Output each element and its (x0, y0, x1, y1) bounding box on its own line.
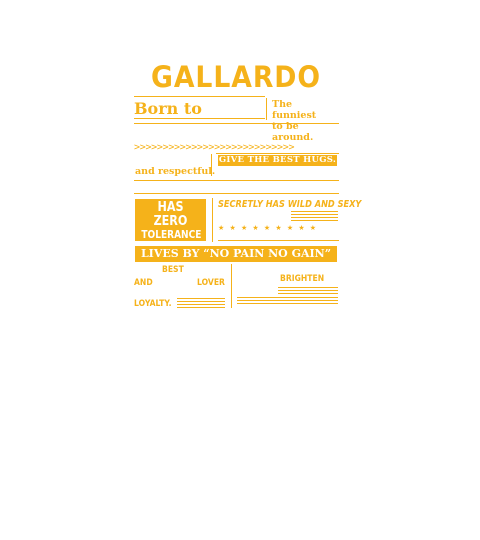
lover-text: LOVER (197, 278, 225, 288)
chevron-row: >>>>>>>>>>>>>>>>>>>>>>>>>>>> (134, 142, 295, 153)
name-title: GALLARDO (151, 60, 321, 94)
divider (134, 180, 339, 181)
stripes (237, 297, 338, 306)
stripes (177, 298, 225, 310)
stripes (291, 211, 338, 223)
divider (134, 118, 265, 119)
best-text: BEST (162, 265, 184, 275)
divider (266, 98, 267, 120)
loyalty-text: LOYALTY. (134, 299, 172, 309)
divider (211, 154, 212, 176)
funniest-line2: to be around. (272, 121, 314, 143)
divider (134, 123, 339, 124)
funniest-line1: The funniest (272, 99, 317, 121)
zero-line1: HAS ZERO (153, 200, 188, 229)
lives-by-banner: LIVES BY “NO PAIN NO GAIN” (135, 246, 337, 262)
hugs-banner: GIVE THE BEST HUGS. (218, 155, 337, 166)
divider (134, 96, 265, 97)
zero-line2: TOLERANCE (141, 228, 202, 241)
shirt-design: GALLARDO Born to The funniest to be arou… (133, 60, 361, 314)
respectful-text: and respectful. (135, 166, 216, 177)
divider (134, 193, 339, 194)
divider (231, 264, 232, 308)
born-to-text: Born to (134, 99, 202, 118)
and-text: AND (134, 278, 153, 288)
divider (216, 153, 339, 154)
wild-text: SECRETLY HAS WILD AND SEXY (218, 199, 362, 210)
divider (218, 240, 339, 241)
funniest-text: The funniest to be around. (272, 99, 339, 143)
stripes (278, 287, 338, 296)
zero-tolerance-box: HAS ZERO TOLERANCE FOR BETRAYAL (135, 199, 206, 251)
brighten-text: BRIGHTEN (280, 274, 325, 284)
star-row: ★★★★★★★★★ (218, 224, 322, 232)
divider (212, 198, 213, 242)
